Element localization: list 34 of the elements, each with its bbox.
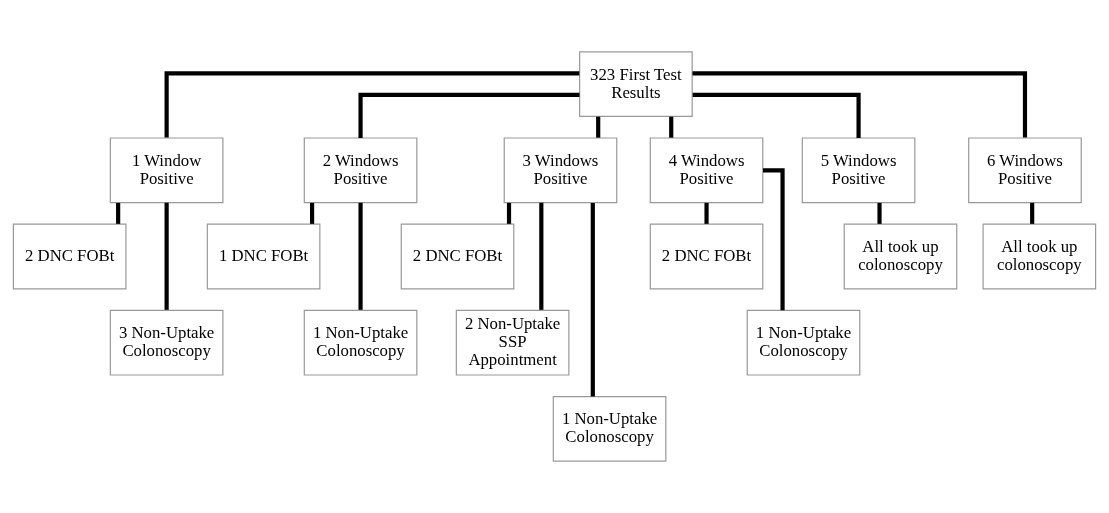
node-box: 4 Windows Positive <box>649 137 764 204</box>
connector <box>692 92 861 138</box>
connector <box>506 202 512 224</box>
connector <box>692 71 1028 138</box>
connector <box>1030 202 1035 224</box>
node-box: 323 First Test Results <box>579 51 693 118</box>
connector <box>590 203 595 397</box>
connector <box>358 202 363 310</box>
node-box: All took up colonoscopy <box>843 223 958 290</box>
node-box: 2 Windows Positive <box>303 137 418 204</box>
node-box: 6 Windows Positive <box>968 137 1082 204</box>
node-box: 2 DNC FOBt <box>12 223 127 290</box>
connector <box>164 202 169 310</box>
connector <box>596 116 601 138</box>
node-box: 2 Non-Uptake SSP Appointment <box>455 309 570 376</box>
connector <box>116 202 121 224</box>
node-box: 3 Non-Uptake Colonoscopy <box>109 309 224 376</box>
node-box: 1 DNC FOBt <box>206 223 321 290</box>
node-box: 1 Window Positive <box>109 137 224 204</box>
node-box: 1 Non-Uptake Colonoscopy <box>746 309 861 376</box>
connector <box>704 202 709 224</box>
connector <box>539 202 544 310</box>
node-box: 1 Non-Uptake Colonoscopy <box>552 395 667 462</box>
connector <box>164 71 580 138</box>
connector <box>310 202 315 224</box>
node-box: 5 Windows Positive <box>801 137 916 204</box>
node-box: 2 DNC FOBt <box>649 223 764 290</box>
node-box: All took up colonoscopy <box>982 223 1097 290</box>
node-box: 3 Windows Positive <box>503 137 618 204</box>
connector <box>669 116 674 138</box>
node-box: 2 DNC FOBt <box>400 223 515 290</box>
connector <box>358 92 580 138</box>
connector <box>877 202 882 224</box>
node-box: 1 Non-Uptake Colonoscopy <box>303 309 418 376</box>
